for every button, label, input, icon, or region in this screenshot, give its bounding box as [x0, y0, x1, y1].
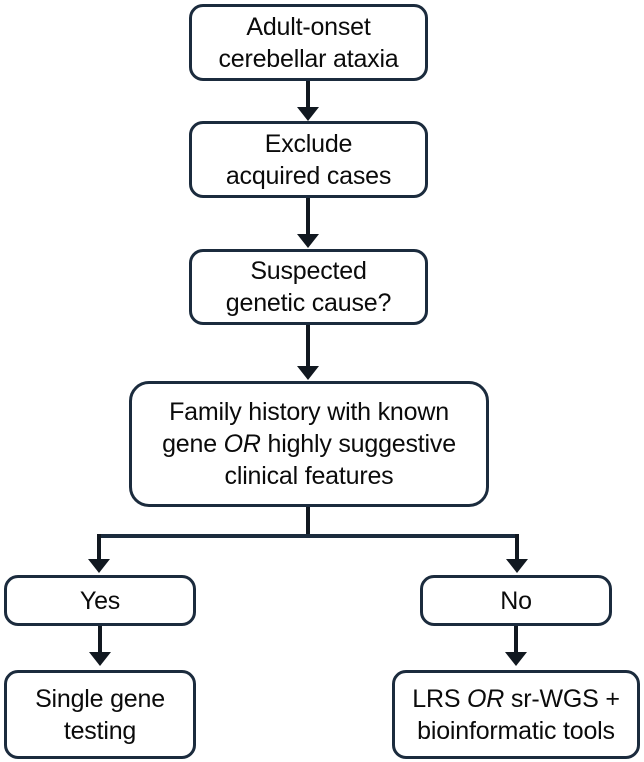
node-single-text: Single gene testing: [13, 683, 187, 747]
node-exclude-line2: acquired cases: [225, 161, 392, 190]
node-no-label: No: [500, 586, 532, 615]
connector-family-to-yes-line: [97, 534, 101, 562]
connector-yes-to-single-gene-line: [98, 626, 102, 656]
connector-family-to-no-arrowhead-icon: [506, 559, 528, 573]
node-family-line2-or: OR: [223, 430, 261, 458]
node-lrs-or-sr-wgs: LRS OR sr-WGS + bioinformatic tools: [392, 670, 640, 759]
node-lrs-line2: bioinformatic tools: [417, 716, 615, 745]
node-single-gene-testing: Single gene testing: [4, 670, 196, 759]
connector-family-to-no-line: [515, 534, 519, 562]
node-suspected-genetic-cause: Suspected genetic cause?: [189, 249, 428, 325]
node-yes: Yes: [4, 575, 196, 626]
connector-no-to-lrs-arrowhead-icon: [505, 652, 527, 666]
connector-no-to-lrs-line: [514, 626, 518, 656]
node-family-line2-prefix: gene: [162, 430, 224, 458]
node-suspect-line2: genetic cause?: [225, 289, 392, 317]
connector-yes-to-single-gene-arrowhead-icon: [89, 652, 111, 666]
node-lrs-line1-prefix: LRS: [412, 684, 468, 713]
connector-start-to-exclude-line: [306, 81, 310, 111]
connector-exclude-to-suspect-line: [306, 198, 310, 236]
node-lrs-line1-or: OR: [467, 684, 505, 713]
node-family-line2-suffix: highly suggestive: [260, 430, 457, 458]
node-suspect-text: Suspected genetic cause?: [198, 255, 419, 319]
node-suspect-line1: Suspected: [250, 257, 367, 285]
node-family-line1: Family history with known: [169, 398, 449, 426]
connector-start-to-exclude-arrowhead-icon: [297, 107, 319, 121]
node-lrs-line1-suffix: sr-WGS +: [504, 684, 620, 713]
node-yes-label: Yes: [79, 586, 121, 615]
node-start-text: Adult-onset cerebellar ataxia: [198, 11, 419, 75]
node-exclude-text: Exclude acquired cases: [198, 128, 419, 192]
node-single-line2: testing: [63, 716, 137, 745]
connector-suspect-to-family-arrowhead-icon: [297, 366, 319, 380]
connector-suspect-to-family-line: [306, 325, 310, 369]
connector-family-to-yes-arrowhead-icon: [88, 559, 110, 573]
node-no: No: [420, 575, 612, 626]
node-start-line1: Adult-onset: [246, 12, 371, 41]
node-adult-onset-cerebellar-ataxia: Adult-onset cerebellar ataxia: [189, 4, 428, 81]
node-single-line1: Single gene: [35, 684, 165, 713]
node-start-line2: cerebellar ataxia: [218, 44, 399, 73]
node-family-text: Family history with known gene OR highly …: [138, 396, 480, 492]
connector-family-split-stem: [306, 507, 310, 536]
node-family-history-criteria: Family history with known gene OR highly …: [129, 381, 489, 507]
connector-exclude-to-suspect-arrowhead-icon: [297, 234, 319, 248]
node-exclude-acquired-cases: Exclude acquired cases: [189, 121, 428, 198]
node-lrs-text: LRS OR sr-WGS + bioinformatic tools: [401, 683, 631, 747]
connector-family-split-bar: [97, 534, 519, 538]
node-family-line3: clinical features: [224, 462, 394, 490]
node-exclude-line1: Exclude: [264, 129, 353, 158]
